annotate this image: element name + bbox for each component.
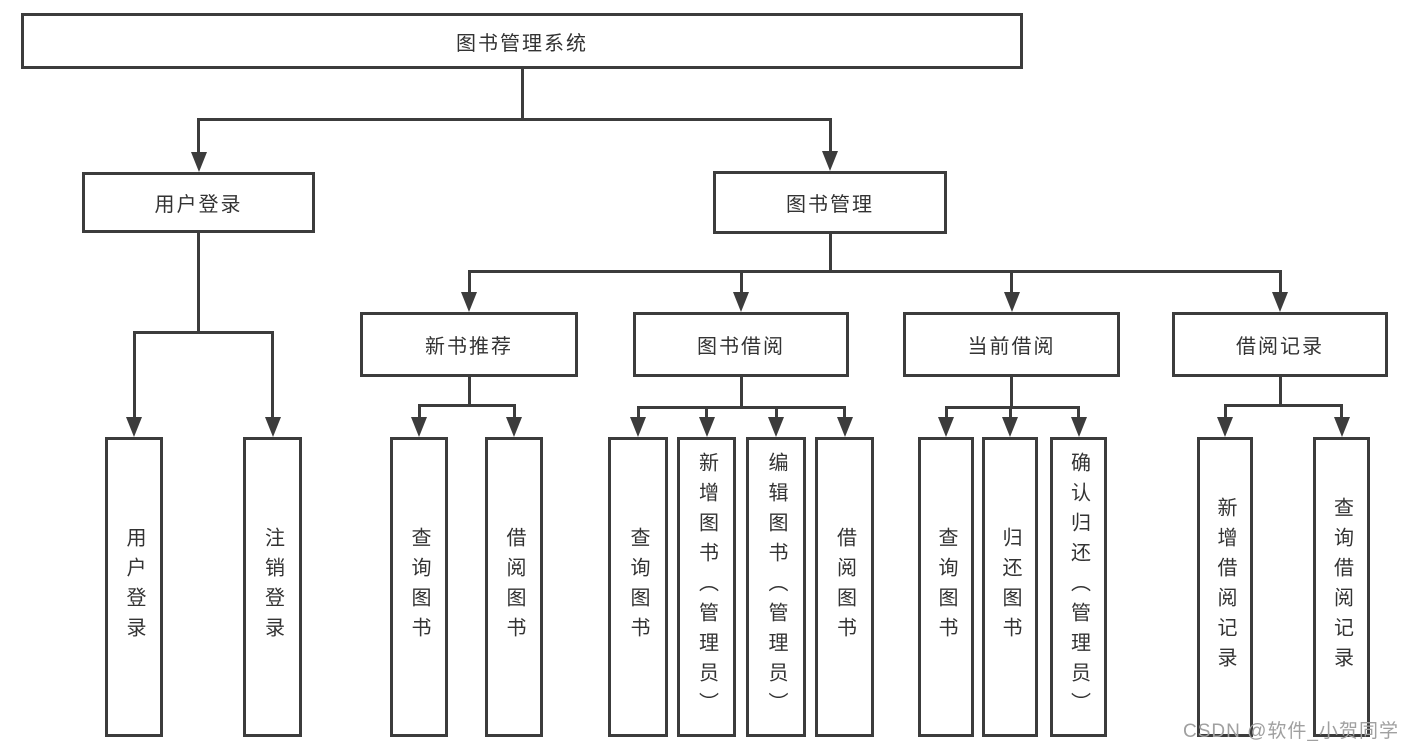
connector-line: [705, 406, 708, 427]
connector-line: [1010, 376, 1013, 409]
connector-line: [739, 376, 743, 409]
connector-line: [197, 118, 832, 121]
connector-line: [1077, 406, 1080, 427]
node-label-v-recd-query: 查询借阅记录: [1330, 497, 1353, 677]
node-v-logout: 注销登录: [243, 437, 302, 737]
connector-line: [774, 406, 778, 427]
node-label-borrow: 图书借阅: [697, 336, 785, 358]
node-v-recd-add: 新增借阅记录: [1197, 437, 1253, 737]
arrowhead-down-icon: [822, 151, 838, 171]
arrowhead-down-icon: [1217, 417, 1233, 437]
arrowhead-down-icon: [1333, 417, 1350, 437]
arrowhead-down-icon: [411, 417, 427, 437]
arrowhead-down-icon: [836, 417, 853, 437]
connector-line: [197, 232, 200, 334]
node-label-v-rec-borrow: 借阅图书: [503, 527, 525, 647]
node-v-user-login: 用户登录: [105, 437, 163, 737]
node-v-bor-add: 新增图书（管理员）: [677, 437, 736, 737]
arrowhead-down-icon: [1002, 417, 1018, 437]
node-label-current: 当前借阅: [967, 336, 1056, 358]
connector-line: [828, 233, 832, 273]
node-label-v-cur-confirm: 确认归还（管理员）: [1067, 452, 1090, 722]
node-v-bor-edit: 编辑图书（管理员）: [746, 437, 806, 737]
arrowhead-down-icon: [506, 417, 522, 437]
connector-line: [467, 376, 471, 407]
connector-line: [843, 406, 846, 427]
node-root: 图书管理系统: [21, 13, 1023, 69]
node-login: 用户登录: [82, 172, 315, 233]
connector-line: [1278, 376, 1282, 407]
connector-line: [1223, 404, 1227, 427]
connector-line: [1340, 404, 1343, 427]
connector-line: [271, 331, 274, 427]
arrowhead-down-icon: [698, 417, 715, 437]
arrowhead-down-icon: [1070, 417, 1087, 437]
node-mgmt: 图书管理: [713, 171, 947, 234]
node-label-v-bor-add: 新增图书（管理员）: [695, 452, 718, 722]
node-label-v-cur-query: 查询图书: [935, 527, 957, 647]
connector-line: [197, 118, 200, 162]
node-label-v-bor-borrow: 借阅图书: [833, 527, 856, 647]
connector-line: [1008, 406, 1012, 427]
connector-line: [739, 270, 743, 302]
node-label-v-logout: 注销登录: [261, 527, 284, 647]
node-v-bor-query: 查询图书: [608, 437, 668, 737]
connector-line: [417, 404, 421, 427]
arrowhead-down-icon: [1003, 292, 1020, 312]
arrowhead-down-icon: [733, 292, 749, 312]
node-borrow: 图书借阅: [633, 312, 849, 377]
connector-line: [1223, 404, 1343, 407]
node-recommend: 新书推荐: [360, 312, 578, 377]
connector-line: [520, 68, 524, 121]
connector-line: [132, 331, 136, 427]
node-v-rec-borrow: 借阅图书: [485, 437, 543, 737]
arrowhead-down-icon: [768, 417, 784, 437]
node-label-v-bor-query: 查询图书: [627, 527, 649, 647]
arrowhead-down-icon: [938, 417, 954, 437]
connector-line: [1010, 270, 1013, 302]
arrowhead-down-icon: [126, 417, 142, 437]
connector-line: [467, 270, 1282, 273]
node-label-recommend: 新书推荐: [425, 336, 513, 358]
arrowhead-down-icon: [1272, 292, 1288, 312]
csdn-watermark: CSDN @软件_小贺同学: [1183, 721, 1399, 742]
connector-line: [828, 118, 832, 161]
arrowhead-down-icon: [630, 417, 646, 437]
connector-line: [636, 406, 640, 427]
node-records: 借阅记录: [1172, 312, 1388, 377]
node-label-v-user-login: 用户登录: [123, 527, 145, 647]
node-label-v-recd-add: 新增借阅记录: [1214, 497, 1236, 677]
node-label-v-cur-return: 归还图书: [999, 527, 1021, 647]
node-current: 当前借阅: [903, 312, 1120, 377]
connector-line: [467, 270, 471, 302]
node-label-login: 用户登录: [154, 194, 243, 216]
node-label-v-rec-query: 查询图书: [408, 527, 430, 647]
node-label-records: 借阅记录: [1236, 336, 1324, 358]
arrowhead-down-icon: [461, 292, 477, 312]
connector-line: [636, 406, 846, 409]
arrowhead-down-icon: [264, 417, 281, 437]
node-label-mgmt: 图书管理: [786, 194, 874, 216]
node-v-bor-borrow: 借阅图书: [815, 437, 874, 737]
node-label-v-bor-edit: 编辑图书（管理员）: [765, 452, 787, 722]
node-v-cur-return: 归还图书: [982, 437, 1038, 737]
node-v-recd-query: 查询借阅记录: [1313, 437, 1370, 737]
connector-line: [512, 404, 516, 427]
arrowhead-down-icon: [190, 152, 207, 172]
connector-line: [944, 406, 948, 427]
node-label-root: 图书管理系统: [456, 32, 588, 55]
connector-line: [944, 406, 1080, 409]
node-v-cur-query: 查询图书: [918, 437, 974, 737]
node-v-cur-confirm: 确认归还（管理员）: [1050, 437, 1107, 737]
node-v-rec-query: 查询图书: [390, 437, 448, 737]
connector-line: [1278, 270, 1282, 302]
connector-line: [132, 331, 274, 334]
connector-line: [417, 404, 516, 407]
